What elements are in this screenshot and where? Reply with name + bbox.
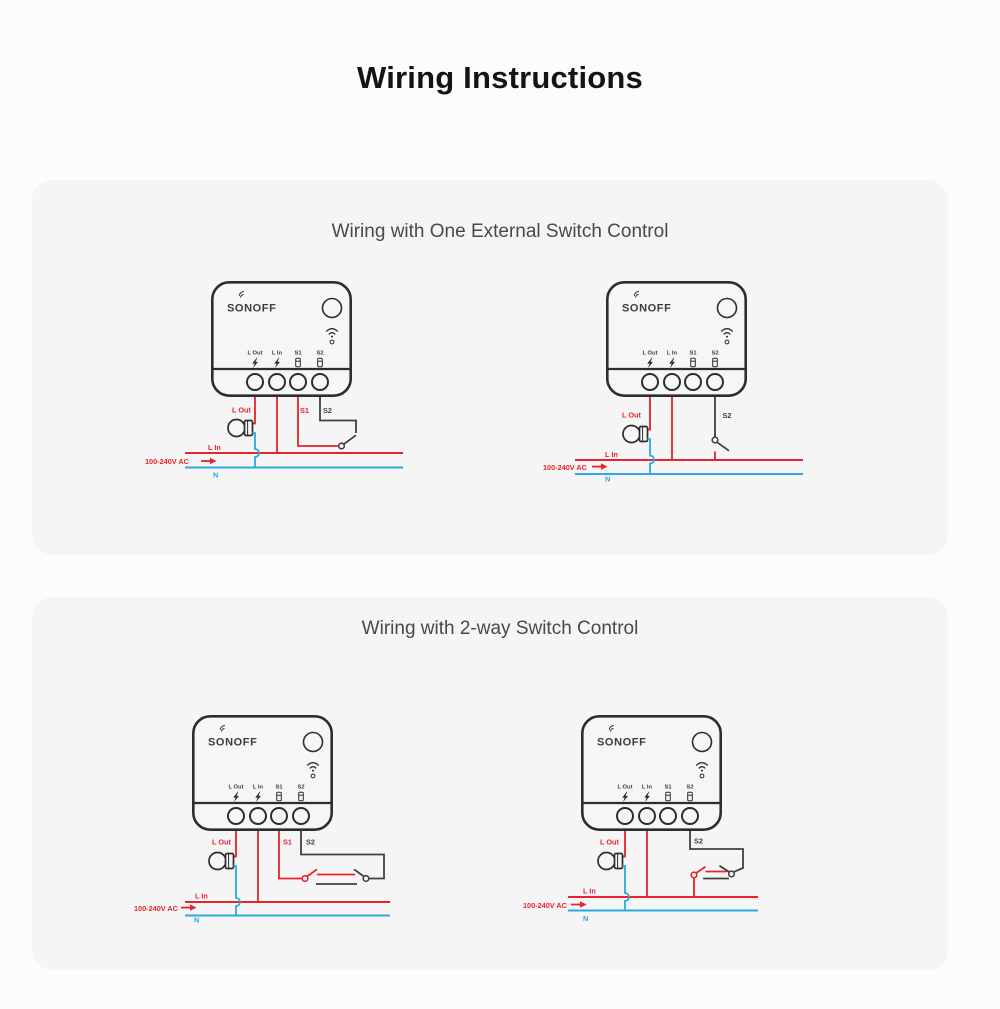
label-supply: 100-240V AC xyxy=(543,463,588,472)
device-brand: SONOFF xyxy=(622,303,671,315)
label-s1: S1 xyxy=(300,406,309,415)
label-s2: S2 xyxy=(723,411,732,420)
terminal-label-l-out: L Out xyxy=(228,785,243,791)
label-l-in: L In xyxy=(195,892,208,901)
terminal-label-l-in: L In xyxy=(667,351,678,357)
supply-arrow-icon xyxy=(181,904,197,911)
label-s2: S2 xyxy=(694,837,703,846)
terminal-label-s2: S2 xyxy=(316,351,323,357)
label-l-in: L In xyxy=(605,450,618,459)
light-bulb-icon xyxy=(622,424,649,444)
wire-l-out xyxy=(232,831,237,858)
label-s2: S2 xyxy=(306,838,315,847)
wire-s1 xyxy=(278,831,302,880)
wire-neutral-bulb xyxy=(622,865,630,911)
light-bulb-icon xyxy=(227,418,254,438)
terminal-label-s1: S1 xyxy=(275,785,283,791)
terminal-label-s2: S2 xyxy=(711,351,718,357)
label-neutral: N xyxy=(194,916,199,925)
label-neutral: N xyxy=(213,471,218,480)
label-s1: S1 xyxy=(283,838,292,847)
sonoff-device xyxy=(211,280,353,398)
terminal-label-s1: S1 xyxy=(664,785,672,791)
sonoff-device xyxy=(192,714,334,832)
terminal-label-l-in: L In xyxy=(272,351,283,357)
terminal-label-l-in: L In xyxy=(642,785,653,791)
label-l-out: L Out xyxy=(600,838,619,847)
external-switch-icon xyxy=(337,434,357,450)
label-l-out: L Out xyxy=(232,406,251,415)
diagram-one-switch-s2-live: SONOFF L Out L In S1 S2 L Out L In S2 10… xyxy=(543,280,803,484)
terminal-label-l-out: L Out xyxy=(642,351,657,357)
panel-one-external-switch xyxy=(32,180,948,555)
wire-l-out xyxy=(621,831,626,858)
panel-heading-one-external-switch: Wiring with One External Switch Control xyxy=(331,221,669,242)
terminal-label-l-in: L In xyxy=(253,785,264,791)
terminal-label-l-out: L Out xyxy=(247,351,262,357)
wire-s1 xyxy=(297,397,338,447)
label-supply: 100-240V AC xyxy=(145,457,190,466)
label-l-in: L In xyxy=(208,443,221,452)
device-brand: SONOFF xyxy=(597,737,646,749)
sonoff-device xyxy=(580,714,723,832)
terminal-label-s2: S2 xyxy=(297,785,304,791)
diagram-one-switch-s1-s2: SONOFF L Out L In S1 S2 L Out L In S1 S2… xyxy=(145,280,403,480)
label-s2: S2 xyxy=(323,406,332,415)
label-l-in: L In xyxy=(583,887,596,896)
wire-neutral-bulb xyxy=(647,438,655,474)
light-bulb-icon xyxy=(208,851,235,871)
device-brand: SONOFF xyxy=(208,737,257,749)
wire-l-out xyxy=(646,397,651,431)
wire-s2 xyxy=(689,831,744,873)
label-supply: 100-240V AC xyxy=(134,904,179,913)
external-switch-icon xyxy=(711,436,730,460)
wire-l-out xyxy=(251,397,256,425)
light-bulb-icon xyxy=(597,851,624,871)
label-supply: 100-240V AC xyxy=(523,901,568,910)
diagram-two-way-s2-live: SONOFF L Out L In S1 S2 L Out L In S2 10… xyxy=(523,714,758,923)
label-l-out: L Out xyxy=(212,838,231,847)
label-l-out: L Out xyxy=(622,411,641,420)
terminal-label-s2: S2 xyxy=(686,785,693,791)
sonoff-device xyxy=(605,280,748,398)
terminal-label-s1: S1 xyxy=(689,351,697,357)
device-brand: SONOFF xyxy=(227,303,276,315)
label-neutral: N xyxy=(583,914,588,923)
wire-s2 xyxy=(319,397,357,433)
two-way-switch-icon xyxy=(690,865,736,897)
wire-neutral-bulb xyxy=(252,432,260,468)
supply-arrow-icon xyxy=(201,457,217,465)
terminal-label-s1: S1 xyxy=(294,351,302,357)
terminal-label-l-out: L Out xyxy=(617,785,632,791)
label-neutral: N xyxy=(605,475,610,484)
page-title: Wiring Instructions xyxy=(357,60,643,95)
two-way-switch-icon xyxy=(301,868,370,885)
diagram-two-way-s1-s2: SONOFF L Out L In S1 S2 L Out L In S1 S2… xyxy=(134,714,390,925)
supply-arrow-icon xyxy=(571,901,587,908)
wire-neutral-bulb xyxy=(233,865,241,916)
wire-s2 xyxy=(300,831,385,880)
panel-heading-two-way-switch: Wiring with 2-way Switch Control xyxy=(361,618,639,639)
supply-arrow-icon xyxy=(592,463,608,470)
